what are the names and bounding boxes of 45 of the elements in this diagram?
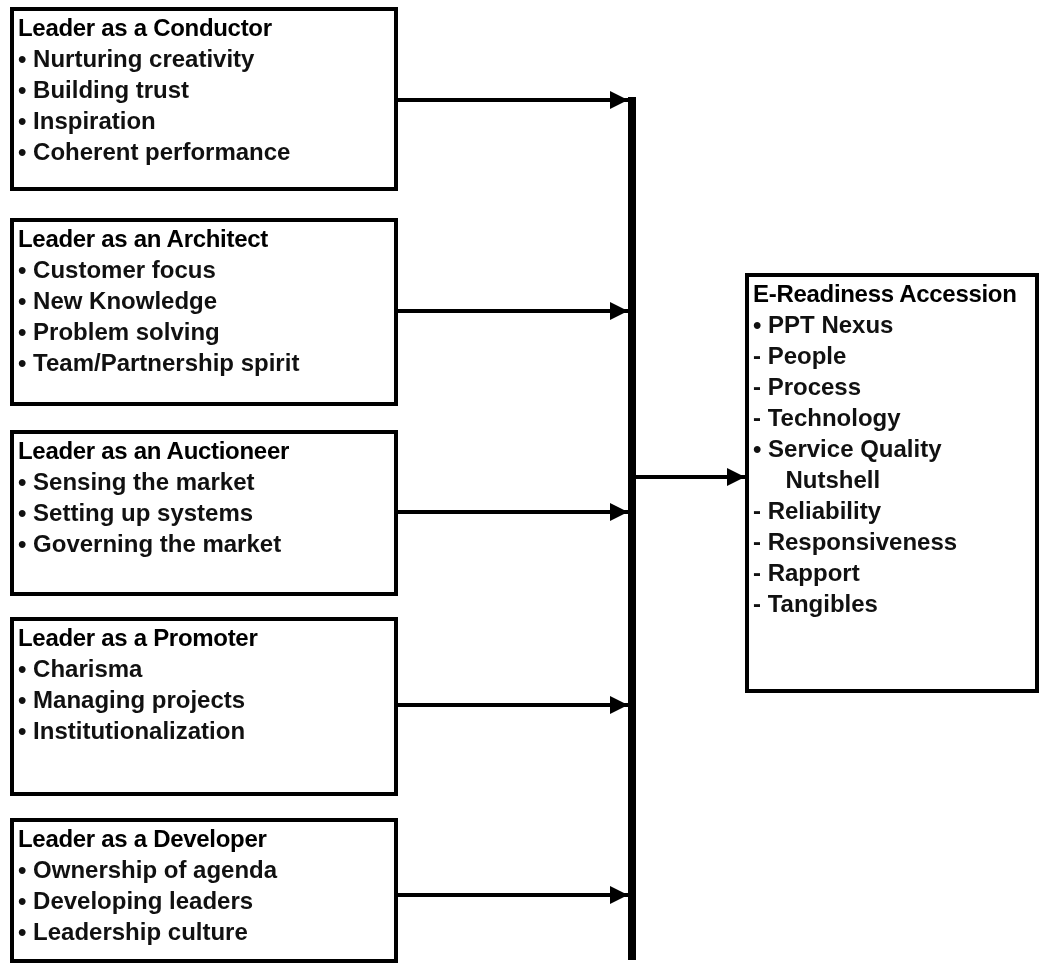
list-item: • Service Quality Nutshell xyxy=(753,434,943,495)
arrow xyxy=(398,91,628,109)
list-item: • Coherent performance xyxy=(18,137,292,167)
list-item: • Team/Partnership spirit xyxy=(18,348,301,378)
list-item: - Responsiveness xyxy=(753,527,959,557)
list-item: - Tangibles xyxy=(753,589,879,619)
box-heading: Leader as an Architect xyxy=(18,224,269,254)
box-heading: Leader as a Developer xyxy=(18,824,268,854)
list-item: • Developing leaders xyxy=(18,886,255,916)
box-heading: Leader as a Conductor xyxy=(18,13,273,43)
vertical-bar xyxy=(628,97,636,960)
text-box xyxy=(10,617,398,796)
list-item: - Process xyxy=(753,372,863,402)
list-item: • Inspiration xyxy=(18,106,157,136)
list-item: • Managing projects xyxy=(18,685,247,715)
arrow xyxy=(398,503,628,521)
box-heading: Leader as a Promoter xyxy=(18,623,259,653)
list-item: • Building trust xyxy=(18,75,191,105)
list-item: - People xyxy=(753,341,848,371)
arrow xyxy=(636,468,745,486)
list-item: • Problem solving xyxy=(18,317,221,347)
text-box xyxy=(745,273,1039,693)
list-item: - Rapport xyxy=(753,558,861,588)
arrow xyxy=(398,302,628,320)
list-item: - Reliability xyxy=(753,496,883,526)
text-box xyxy=(10,7,398,191)
list-item: • Leadership culture xyxy=(18,917,249,947)
text-box xyxy=(10,218,398,406)
box-heading: Leader as an Auctioneer xyxy=(18,436,290,466)
list-item: • Sensing the market xyxy=(18,467,256,497)
list-item: • Nurturing creativity xyxy=(18,44,256,74)
list-item: • Charisma xyxy=(18,654,144,684)
list-item: - Technology xyxy=(753,403,902,433)
list-item: • PPT Nexus xyxy=(753,310,895,340)
list-item: • Ownership of agenda xyxy=(18,855,279,885)
arrow xyxy=(398,696,628,714)
arrow xyxy=(398,886,628,904)
list-item: • New Knowledge xyxy=(18,286,219,316)
list-item: • Institutionalization xyxy=(18,716,247,746)
text-box xyxy=(10,818,398,963)
list-item: • Setting up systems xyxy=(18,498,255,528)
list-item: • Governing the market xyxy=(18,529,283,559)
box-heading: E-Readiness Accession xyxy=(753,279,1018,309)
text-box xyxy=(10,430,398,596)
list-item: • Customer focus xyxy=(18,255,217,285)
